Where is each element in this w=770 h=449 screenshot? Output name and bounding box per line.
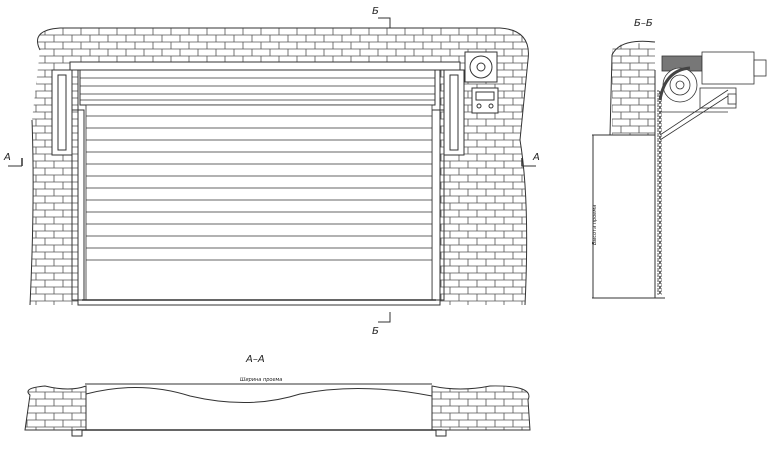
section-mark-a-right: А	[532, 152, 540, 163]
section-a-title: А–А	[245, 354, 265, 365]
left-guide	[51, 69, 85, 301]
curtain-chain	[657, 90, 662, 295]
section-mark-b-top: Б	[372, 6, 379, 17]
motor-side	[658, 51, 767, 141]
section-mark-a-left: А	[3, 152, 11, 163]
section-b-title: Б–Б	[634, 18, 653, 29]
width-label: Ширина проема	[240, 377, 282, 383]
section-a-view: А–А Ширина проема	[24, 354, 531, 437]
height-label: Высота проема	[592, 205, 598, 245]
door-curtain	[80, 77, 436, 301]
section-mark-b-bottom: Б	[372, 326, 379, 337]
front-view: А А Б Б	[3, 6, 540, 337]
section-b-view: Б–Б Высота проема	[592, 18, 767, 299]
motor-unit	[464, 51, 499, 114]
